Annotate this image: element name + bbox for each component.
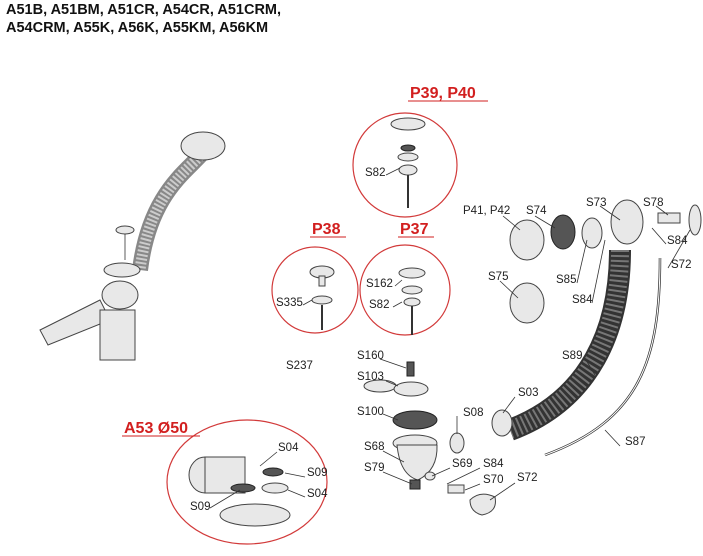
part-label-p41-p42: P41, P42 xyxy=(463,205,510,217)
title-line-2: A54CRM, A55K, A56K, A55KM, A56KM xyxy=(6,20,269,36)
group-label-p37: P37 xyxy=(400,221,429,238)
part-label-s78: S78 xyxy=(643,197,663,209)
part-label-s09: S09 xyxy=(190,501,210,513)
part-label-s335: S335 xyxy=(276,297,303,309)
part-label-s84: S84 xyxy=(572,294,593,306)
group-circle-p37 xyxy=(359,244,451,336)
part-label-s89: S89 xyxy=(562,350,582,362)
group-circle-a53 xyxy=(166,419,328,545)
part-label-s72: S72 xyxy=(671,259,691,271)
part-label-s73: S73 xyxy=(586,197,606,209)
part-label-s87: S87 xyxy=(625,436,645,448)
part-label-s82: S82 xyxy=(365,167,385,179)
title-line-1: A51B, A51BM, A51CR, A54CR, A51CRM, xyxy=(6,2,282,18)
part-label-s72: S72 xyxy=(517,472,537,484)
part-label-s103: S103 xyxy=(357,371,384,383)
part-label-s84: S84 xyxy=(483,458,504,470)
part-label-s160: S160 xyxy=(357,350,384,362)
part-label-s03: S03 xyxy=(518,387,538,399)
group-label-p39-p40: P39, P40 xyxy=(410,85,476,102)
part-label-s68: S68 xyxy=(364,441,384,453)
assembled-bath-waste xyxy=(39,131,226,361)
part-label-s84: S84 xyxy=(667,235,688,247)
group-label-a53: A53 Ø50 xyxy=(124,420,188,437)
part-label-s08: S08 xyxy=(463,407,483,419)
group-circle-p39-p40 xyxy=(352,112,458,218)
part-label-s04: S04 xyxy=(307,488,328,500)
part-label-s237: S237 xyxy=(286,360,313,372)
part-label-s85: S85 xyxy=(556,274,576,286)
part-label-s100: S100 xyxy=(357,406,384,418)
leader-lines xyxy=(209,167,691,509)
part-label-s74: S74 xyxy=(526,205,547,217)
group-label-p38: P38 xyxy=(312,221,341,238)
part-label-s75: S75 xyxy=(488,271,508,283)
part-label-s04: S04 xyxy=(278,442,299,454)
part-label-s69: S69 xyxy=(452,458,472,470)
part-label-s82: S82 xyxy=(369,299,389,311)
part-label-s162: S162 xyxy=(366,278,393,290)
group-circle-p38 xyxy=(271,246,359,334)
part-label-s70: S70 xyxy=(483,474,503,486)
part-label-s79: S79 xyxy=(364,462,384,474)
part-label-s09: S09 xyxy=(307,467,327,479)
